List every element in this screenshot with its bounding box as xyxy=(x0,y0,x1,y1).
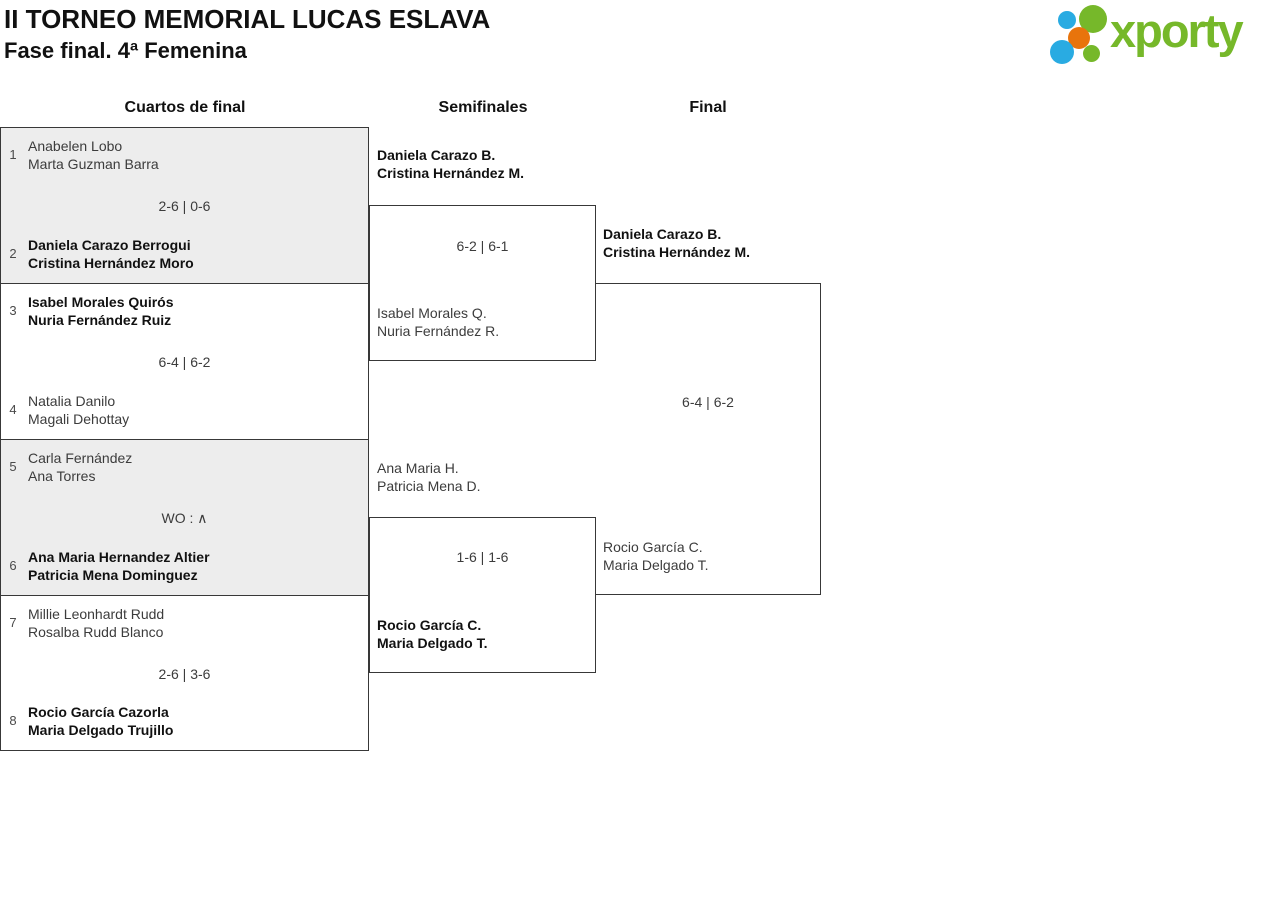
team-pair: Isabel Morales Q. Nuria Fernández R. xyxy=(377,304,499,340)
player-name: Maria Delgado T. xyxy=(603,557,709,573)
seed-number: 4 xyxy=(9,402,17,417)
player-name: Nuria Fernández Ruiz xyxy=(28,312,172,328)
seed-number: 1 xyxy=(9,147,17,162)
team-pair: Millie Leonhardt Rudd Rosalba Rudd Blanc… xyxy=(28,605,164,641)
player-name: Ana Maria H. xyxy=(377,460,459,476)
team-pair: Natalia Danilo Magali Dehottay xyxy=(28,392,129,428)
logo-dot-icon xyxy=(1050,40,1074,64)
player-name: Carla Fernández xyxy=(28,450,133,466)
team-pair: Rocio García C. Maria Delgado T. xyxy=(603,538,709,574)
semifinal-match-2 xyxy=(369,517,596,673)
logo-wordmark: xporty xyxy=(1110,4,1244,57)
player-name: Cristina Hernández Moro xyxy=(28,255,194,271)
player-name: Rocio García C. xyxy=(603,539,703,555)
player-name: Cristina Hernández M. xyxy=(377,165,525,181)
player-name: Maria Delgado Trujillo xyxy=(28,722,174,738)
match-score: 6-4 | 6-2 xyxy=(158,354,211,370)
quarterfinal-match-4: 7 Millie Leonhardt Rudd Rosalba Rudd Bla… xyxy=(0,595,369,751)
player-name: Magali Dehottay xyxy=(28,411,130,427)
match-score: 2-6 | 0-6 xyxy=(158,198,211,214)
logo-dot-icon xyxy=(1083,45,1100,62)
player-name: Isabel Morales Q. xyxy=(377,305,487,321)
seed-number: 7 xyxy=(9,615,17,630)
logo-dot-icon xyxy=(1068,27,1090,49)
match-score: 1-6 | 1-6 xyxy=(456,549,509,565)
tournament-title: II TORNEO MEMORIAL LUCAS ESLAVA xyxy=(4,4,491,34)
final-match xyxy=(595,283,821,595)
team-pair: Ana Maria Hernandez Altier Patricia Mena… xyxy=(28,548,210,584)
player-name: Millie Leonhardt Rudd xyxy=(28,606,165,622)
column-header-final: Final xyxy=(689,99,727,116)
player-name: Cristina Hernández M. xyxy=(603,244,751,260)
player-name: Ana Torres xyxy=(28,468,96,484)
player-name: Nuria Fernández R. xyxy=(377,323,500,339)
seed-number: 3 xyxy=(9,303,17,318)
match-score: 2-6 | 3-6 xyxy=(158,666,211,682)
logo-dot-icon xyxy=(1058,11,1076,29)
team-pair: Daniela Carazo Berrogui Cristina Hernánd… xyxy=(28,236,194,272)
quarterfinal-match-1: 1 Anabelen Lobo Marta Guzman Barra 2-6 |… xyxy=(0,127,369,284)
player-name: Daniela Carazo B. xyxy=(603,226,722,242)
seed-number: 2 xyxy=(9,246,17,261)
team-pair: Daniela Carazo B. Cristina Hernández M. xyxy=(377,146,524,182)
team-pair: Isabel Morales Quirós Nuria Fernández Ru… xyxy=(28,293,174,329)
quarterfinal-match-3: 5 Carla Fernández Ana Torres WO : ∧ 6 An… xyxy=(0,439,369,596)
match-score: 6-4 | 6-2 xyxy=(682,394,734,410)
team-pair: Anabelen Lobo Marta Guzman Barra xyxy=(28,137,159,173)
player-name: Anabelen Lobo xyxy=(28,138,123,154)
player-name: Daniela Carazo B. xyxy=(377,147,496,163)
team-pair: Rocio García C. Maria Delgado T. xyxy=(377,616,487,652)
player-name: Patricia Mena Dominguez xyxy=(28,567,198,583)
player-name: Maria Delgado T. xyxy=(377,635,488,651)
seed-number: 8 xyxy=(9,713,17,728)
quarterfinal-match-2: 3 Isabel Morales Quirós Nuria Fernández … xyxy=(0,283,369,440)
team-pair: Rocio García Cazorla Maria Delgado Truji… xyxy=(28,703,173,739)
seed-number: 5 xyxy=(9,459,17,474)
player-name: Isabel Morales Quirós xyxy=(28,294,174,310)
team-pair: Ana Maria H. Patricia Mena D. xyxy=(377,459,480,495)
team-pair: Carla Fernández Ana Torres xyxy=(28,449,132,485)
player-name: Rocio García C. xyxy=(377,617,482,633)
column-header-semifinals: Semifinales xyxy=(438,99,528,116)
seed-number: 6 xyxy=(9,558,17,573)
column-header-quarterfinals: Cuartos de final xyxy=(124,99,246,116)
match-score: 6-2 | 6-1 xyxy=(456,238,509,254)
player-name: Daniela Carazo Berrogui xyxy=(28,237,191,253)
player-name: Patricia Mena D. xyxy=(377,478,481,494)
player-name: Rocio García Cazorla xyxy=(28,704,169,720)
player-name: Natalia Danilo xyxy=(28,393,116,409)
player-name: Marta Guzman Barra xyxy=(28,156,159,172)
player-name: Rosalba Rudd Blanco xyxy=(28,624,164,640)
xporty-logo[interactable]: xporty xyxy=(1048,4,1276,70)
player-name: Ana Maria Hernandez Altier xyxy=(28,549,210,565)
match-score: WO : ∧ xyxy=(161,510,208,526)
team-pair: Daniela Carazo B. Cristina Hernández M. xyxy=(603,225,750,261)
phase-subtitle: Fase final. 4ª Femenina xyxy=(4,38,247,63)
